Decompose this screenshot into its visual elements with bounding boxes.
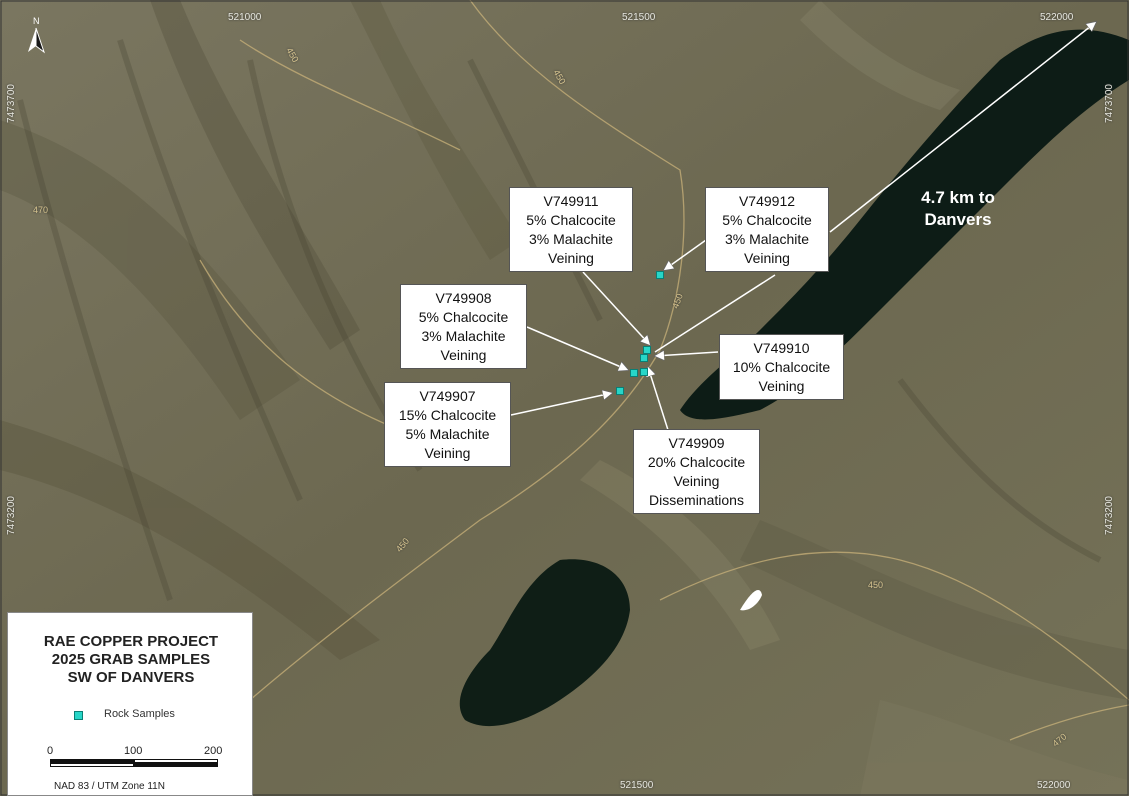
sample-detail: Veining bbox=[758, 378, 805, 394]
destination-line: Danvers bbox=[924, 210, 992, 229]
northing-label-left: 7473200 bbox=[5, 496, 17, 535]
sample-detail: Disseminations bbox=[649, 492, 744, 508]
road-label: 450 bbox=[868, 580, 884, 590]
sample-label-v749912[interactable]: V749912 5% Chalcocite 3% Malachite Veini… bbox=[705, 187, 829, 272]
sample-detail: 5% Chalcocite bbox=[526, 212, 616, 228]
title-line: RAE COPPER PROJECT bbox=[43, 633, 219, 650]
danvers-direction-arrow bbox=[829, 22, 1096, 233]
scale-segment bbox=[50, 763, 134, 767]
sample-detail: 5% Chalcocite bbox=[418, 309, 509, 325]
leader-v749912-secondary bbox=[654, 274, 776, 353]
sample-label-v749910[interactable]: V749910 10% Chalcocite Veining bbox=[719, 334, 844, 400]
sample-detail: Veining bbox=[548, 250, 594, 266]
sample-detail: Veining bbox=[744, 250, 790, 266]
easting-label-bottom: 521500 bbox=[620, 780, 654, 791]
sample-label-v749911[interactable]: V749911 5% Chalcocite 3% Malachite Veini… bbox=[509, 187, 633, 272]
sample-point-v749909[interactable] bbox=[640, 368, 648, 376]
coordinate-system: NAD 83 / UTM Zone 11N bbox=[54, 781, 165, 792]
easting-label-top: 522000 bbox=[1040, 12, 1074, 23]
north-arrow-icon bbox=[28, 27, 45, 54]
rock-sample-swatch bbox=[74, 711, 83, 720]
sample-id: V749910 bbox=[753, 340, 810, 356]
sample-detail: 3% Malachite bbox=[421, 328, 506, 344]
road-label: 470 bbox=[33, 205, 49, 215]
north-arrow: N bbox=[24, 16, 48, 58]
lake-danvers bbox=[680, 29, 1129, 420]
easting-label-top: 521500 bbox=[622, 12, 656, 23]
distance-line: 4.7 km to bbox=[921, 188, 995, 207]
danvers-distance-label: 4.7 km to Danvers bbox=[893, 187, 1023, 231]
north-label: N bbox=[33, 16, 40, 26]
title-line: SW OF DANVERS bbox=[67, 669, 195, 686]
northing-label-right: 7473200 bbox=[1103, 496, 1115, 535]
title-line: 2025 GRAB SAMPLES bbox=[51, 651, 211, 668]
sample-detail: 3% Malachite bbox=[528, 231, 614, 247]
sample-id: V749912 bbox=[738, 193, 796, 209]
sample-id: V749909 bbox=[668, 435, 725, 451]
scale-tick: 100 bbox=[124, 745, 143, 757]
sample-detail: Veining bbox=[673, 473, 720, 489]
sample-id: V749911 bbox=[543, 193, 599, 209]
sample-detail: 15% Chalcocite bbox=[398, 407, 497, 423]
sample-label-v749907[interactable]: V749907 15% Chalcocite 5% Malachite Vein… bbox=[384, 382, 511, 467]
leader-v749911 bbox=[582, 271, 650, 345]
sample-id: V749907 bbox=[419, 388, 476, 404]
scale-tick: 0 bbox=[47, 745, 54, 757]
sample-detail: Veining bbox=[424, 445, 471, 461]
sample-point-v749911[interactable] bbox=[643, 346, 651, 354]
map-title: RAE COPPER PROJECT 2025 GRAB SAMPLES SW … bbox=[8, 633, 254, 687]
sample-label-v749908[interactable]: V749908 5% Chalcocite 3% Malachite Veini… bbox=[400, 284, 527, 369]
sample-point-v749910[interactable] bbox=[640, 354, 648, 362]
sample-point-v749908[interactable] bbox=[630, 369, 638, 377]
sample-detail: 5% Chalcocite bbox=[722, 212, 812, 228]
leader-v749907 bbox=[510, 393, 612, 416]
scale-bar: 0 100 200 m bbox=[47, 745, 222, 769]
map-legend: RAE COPPER PROJECT 2025 GRAB SAMPLES SW … bbox=[7, 612, 253, 796]
sample-detail: 3% Malachite bbox=[724, 231, 810, 247]
leader-v749912 bbox=[664, 239, 707, 270]
sample-id: V749908 bbox=[435, 290, 492, 306]
sample-label-v749909[interactable]: V749909 20% Chalcocite Veining Dissemina… bbox=[633, 429, 760, 514]
scale-segment bbox=[134, 759, 218, 763]
easting-label-top: 521000 bbox=[228, 12, 262, 23]
lake-southwest bbox=[459, 559, 630, 727]
sample-detail: 20% Chalcocite bbox=[647, 454, 746, 470]
leader-v749910 bbox=[655, 352, 719, 356]
legend-item-label: Rock Samples bbox=[104, 708, 175, 720]
sample-point-v749907[interactable] bbox=[616, 387, 624, 395]
sample-detail: 5% Malachite bbox=[405, 426, 490, 442]
sample-detail: 10% Chalcocite bbox=[732, 359, 831, 375]
scale-segment bbox=[134, 763, 218, 767]
leader-v749908 bbox=[526, 326, 628, 370]
leader-v749909 bbox=[648, 367, 669, 431]
northing-label-left: 7473700 bbox=[5, 84, 17, 123]
sample-detail: Veining bbox=[440, 347, 487, 363]
roads bbox=[199, 0, 1129, 741]
sample-point-v749912[interactable] bbox=[656, 271, 664, 279]
leader-lines bbox=[510, 22, 1096, 431]
snow-patch bbox=[740, 590, 762, 611]
easting-label-bottom: 522000 bbox=[1037, 780, 1071, 791]
scale-segment bbox=[50, 759, 134, 763]
northing-label-right: 7473700 bbox=[1103, 84, 1115, 123]
